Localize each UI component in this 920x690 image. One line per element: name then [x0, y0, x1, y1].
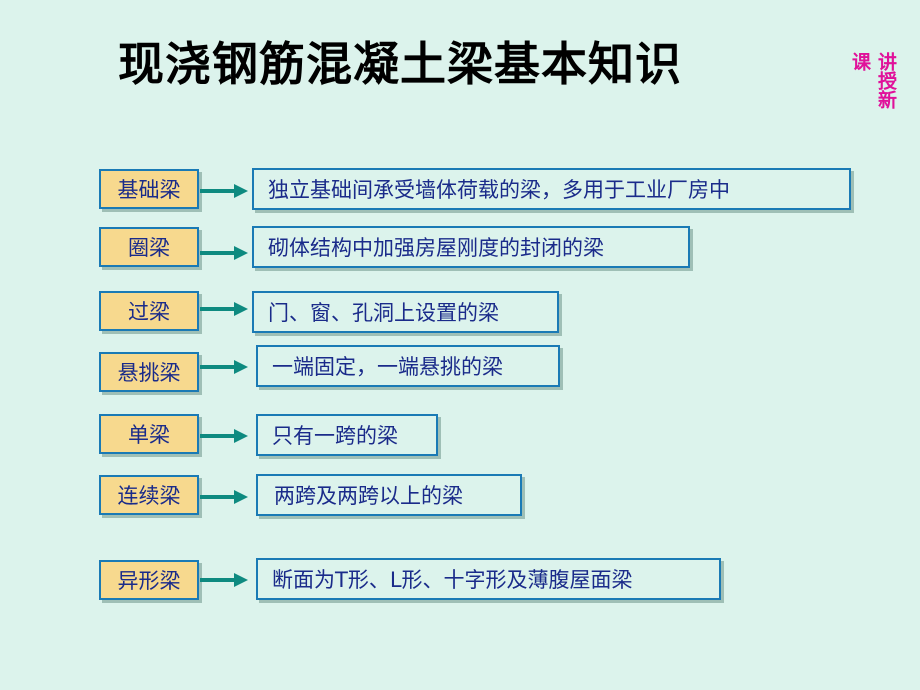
beam-definition: 门、窗、孔洞上设置的梁 [252, 291, 559, 333]
side-note-col2: 讲授新 [875, 52, 897, 109]
arrow-icon [200, 490, 248, 504]
beam-type-label: 悬挑梁 [99, 352, 199, 392]
arrow-icon [200, 184, 248, 198]
beam-type-label: 异形梁 [99, 560, 199, 600]
beam-definition: 一端固定，一端悬挑的梁 [256, 345, 560, 387]
beam-definition: 两跨及两跨以上的梁 [256, 474, 522, 516]
arrow-icon [200, 246, 248, 260]
beam-type-label: 基础梁 [99, 169, 199, 209]
arrow-icon [200, 573, 248, 587]
beam-definition: 只有一跨的梁 [256, 414, 438, 456]
page-title: 现浇钢筋混凝土梁基本知识 [118, 37, 682, 91]
beam-definition: 断面为T形、L形、十字形及薄腹屋面梁 [256, 558, 721, 600]
beam-type-label: 圈梁 [99, 227, 199, 267]
beam-type-label: 过梁 [99, 291, 199, 331]
arrow-icon [200, 360, 248, 374]
beam-type-label: 连续梁 [99, 475, 199, 515]
beam-definition: 砌体结构中加强房屋刚度的封闭的梁 [252, 226, 690, 268]
beam-definition: 独立基础间承受墙体荷载的梁，多用于工业厂房中 [252, 168, 851, 210]
beam-type-label: 单梁 [99, 414, 199, 454]
side-note-col1: 课 [849, 52, 871, 71]
arrow-icon [200, 302, 248, 316]
arrow-icon [200, 429, 248, 443]
